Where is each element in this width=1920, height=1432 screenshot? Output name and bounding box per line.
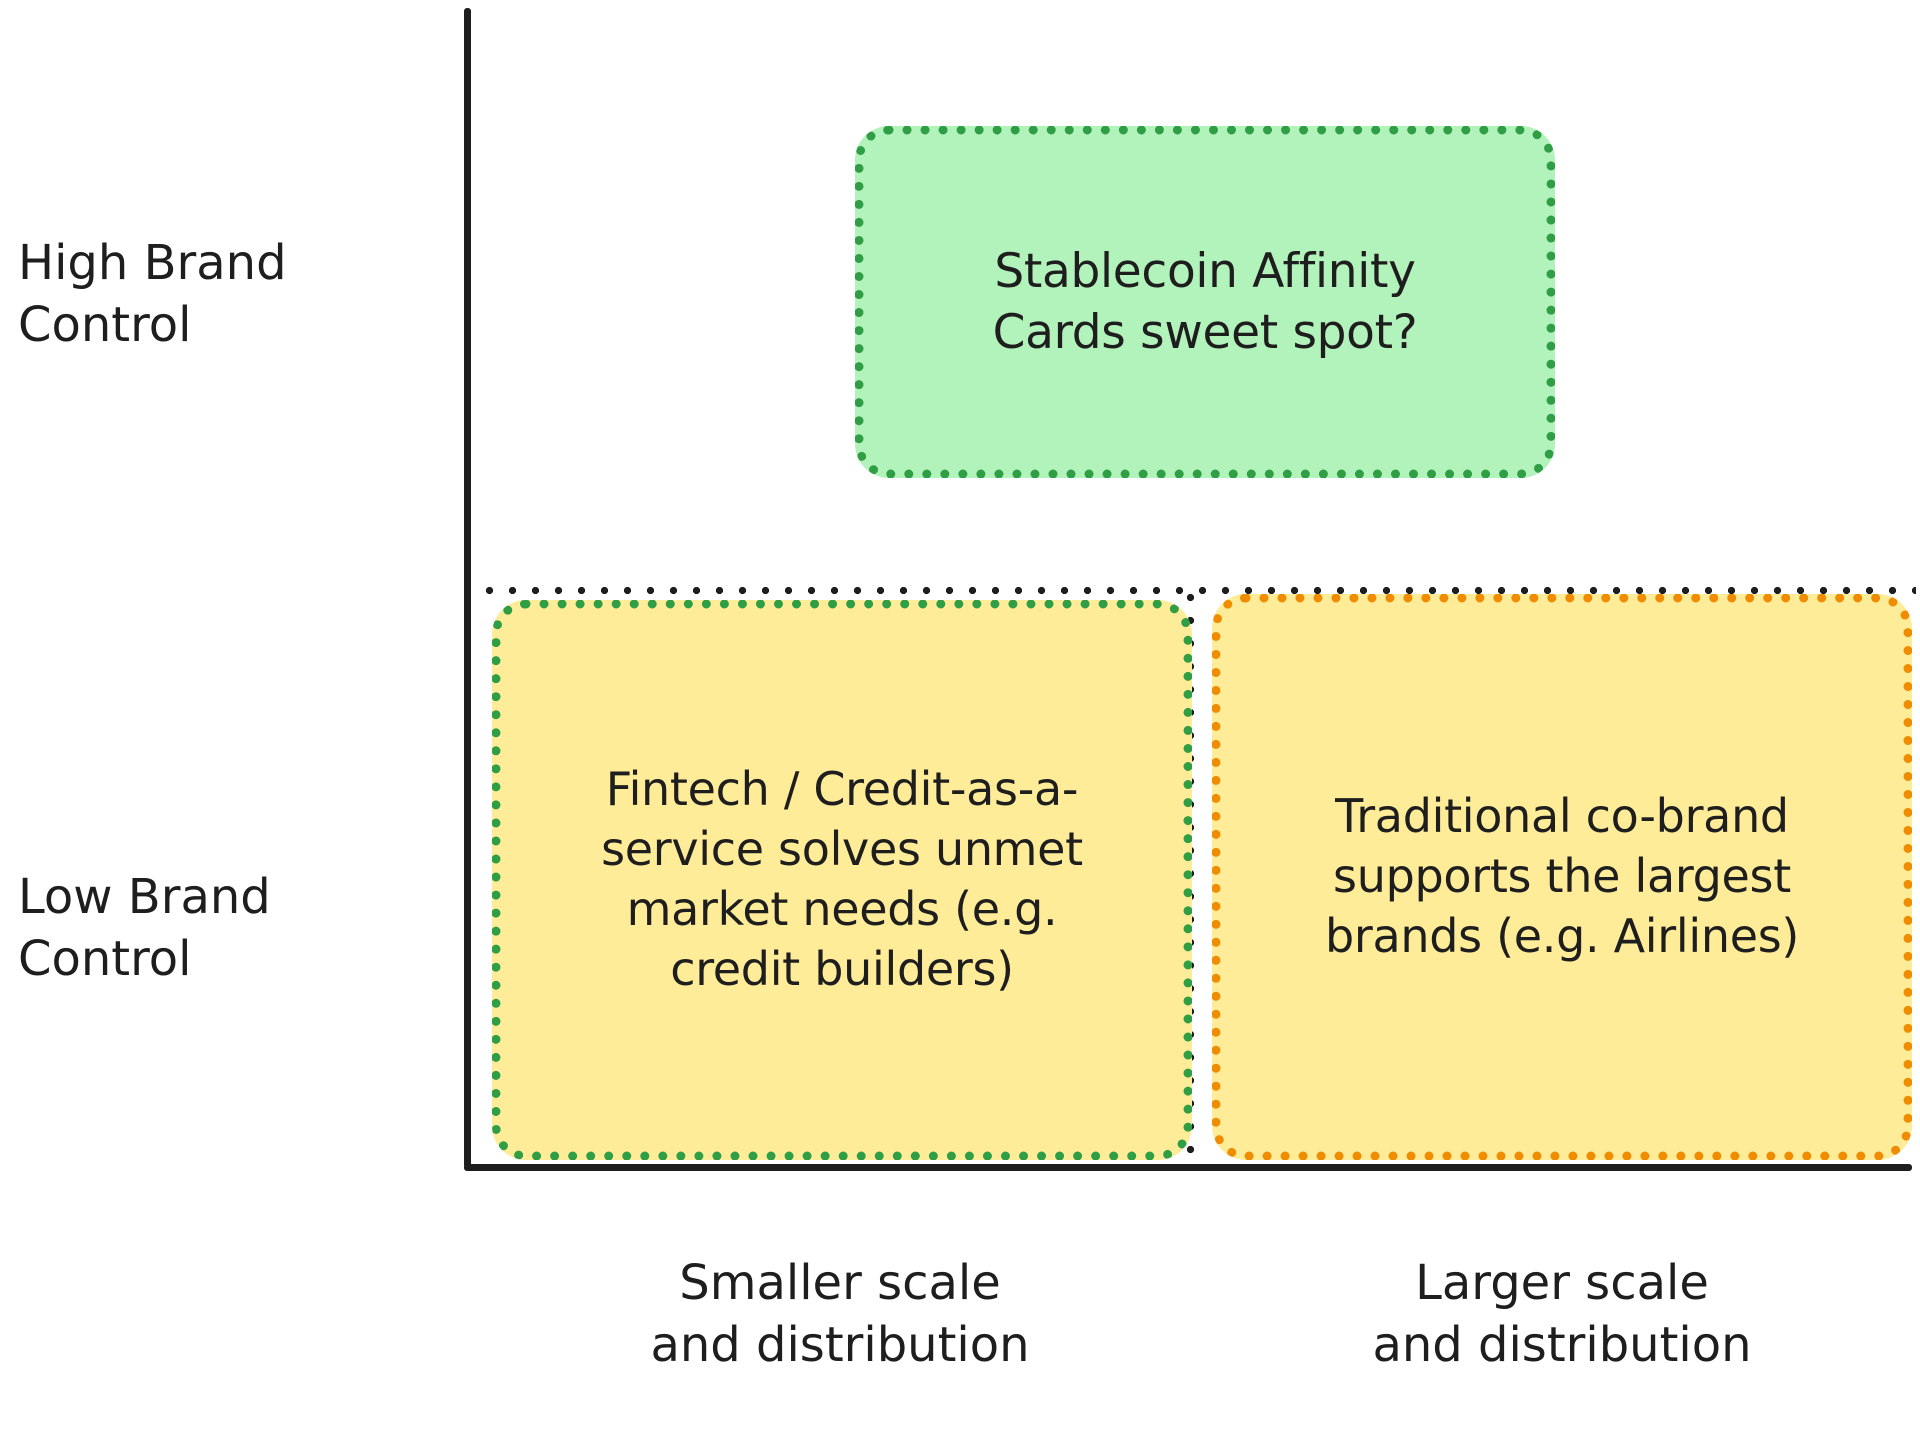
- quadrant-box-traditional-text: Traditional co-brand supports the larges…: [1324, 789, 1800, 963]
- quadrant-box-sweet-spot-text: Stablecoin Affinity Cards sweet spot?: [992, 243, 1418, 360]
- x-axis-label-right: Larger scale and distribution: [1372, 1255, 1752, 1374]
- quadrant-box-sweet-spot[interactable]: Stablecoin Affinity Cards sweet spot?: [855, 126, 1555, 478]
- y-axis-label-low: Low Brand Control: [18, 869, 271, 988]
- quadrant-box-fintech[interactable]: Fintech / Credit-as-a- service solves un…: [492, 600, 1192, 1160]
- quadrant-box-fintech-text: Fintech / Credit-as-a- service solves un…: [601, 762, 1083, 996]
- x-axis-label-left: Smaller scale and distribution: [650, 1255, 1030, 1374]
- horizontal-divider-dotted-line: [478, 586, 1916, 595]
- x-axis-line: [464, 1164, 1912, 1171]
- quadrant-box-traditional[interactable]: Traditional co-brand supports the larges…: [1212, 594, 1912, 1160]
- y-axis-line: [464, 8, 471, 1168]
- y-axis-label-high: High Brand Control: [18, 235, 287, 354]
